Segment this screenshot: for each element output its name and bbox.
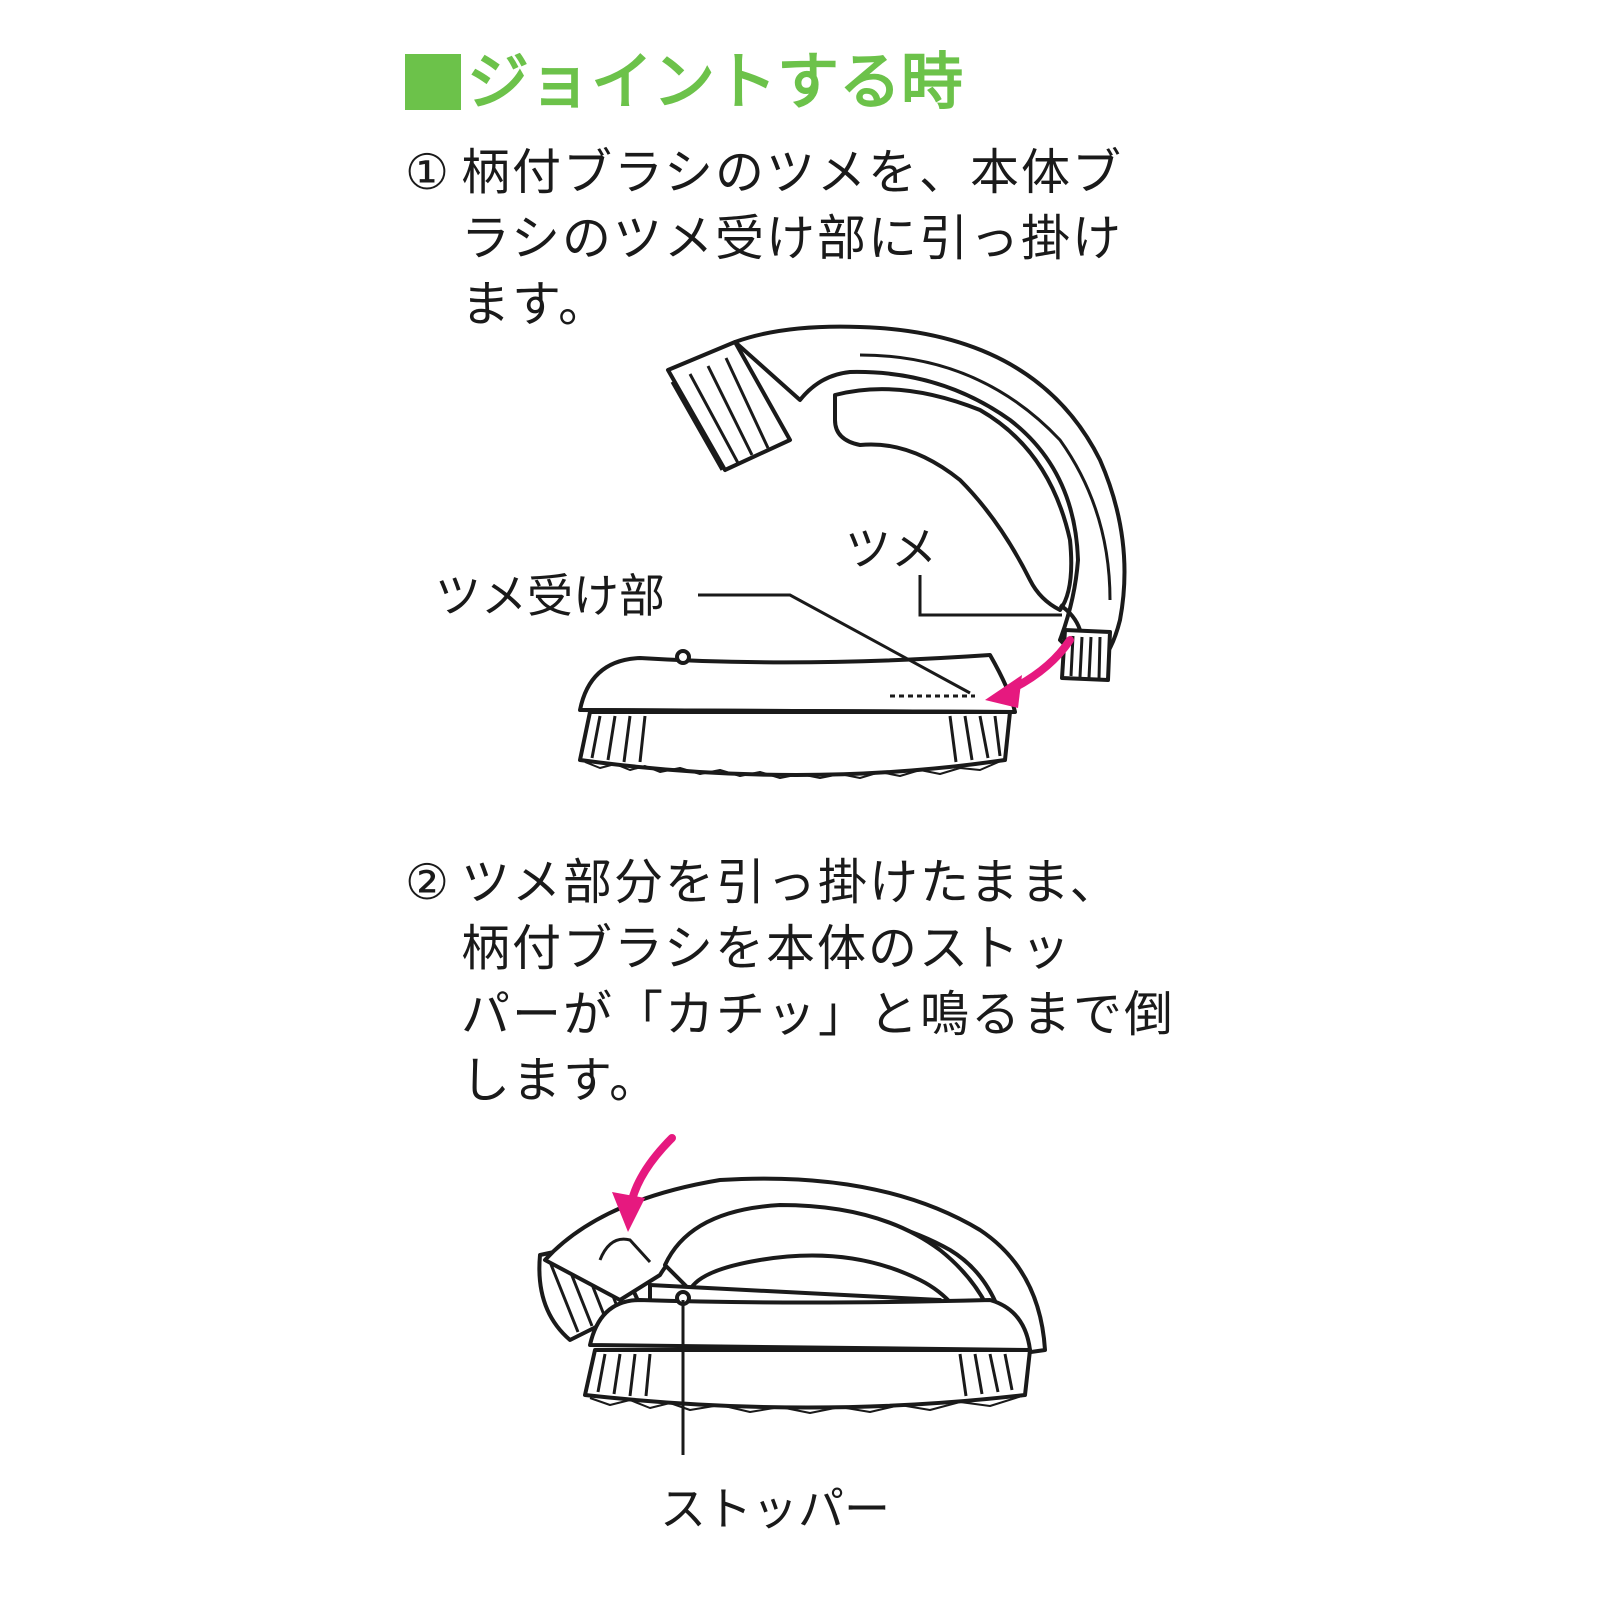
figure-1-handle-brush <box>668 327 1125 680</box>
label-tsume-uke: ツメ受け部 <box>435 569 665 623</box>
base-brush-bristles-2 <box>585 1350 1030 1413</box>
label-tsume: ツメ <box>845 522 937 576</box>
base-brush-bristles <box>580 712 1010 778</box>
figure-2-assembled-brush <box>539 1179 1045 1413</box>
figure-1-base-brush <box>580 651 1015 778</box>
label-stopper: ストッパー <box>660 1482 890 1536</box>
